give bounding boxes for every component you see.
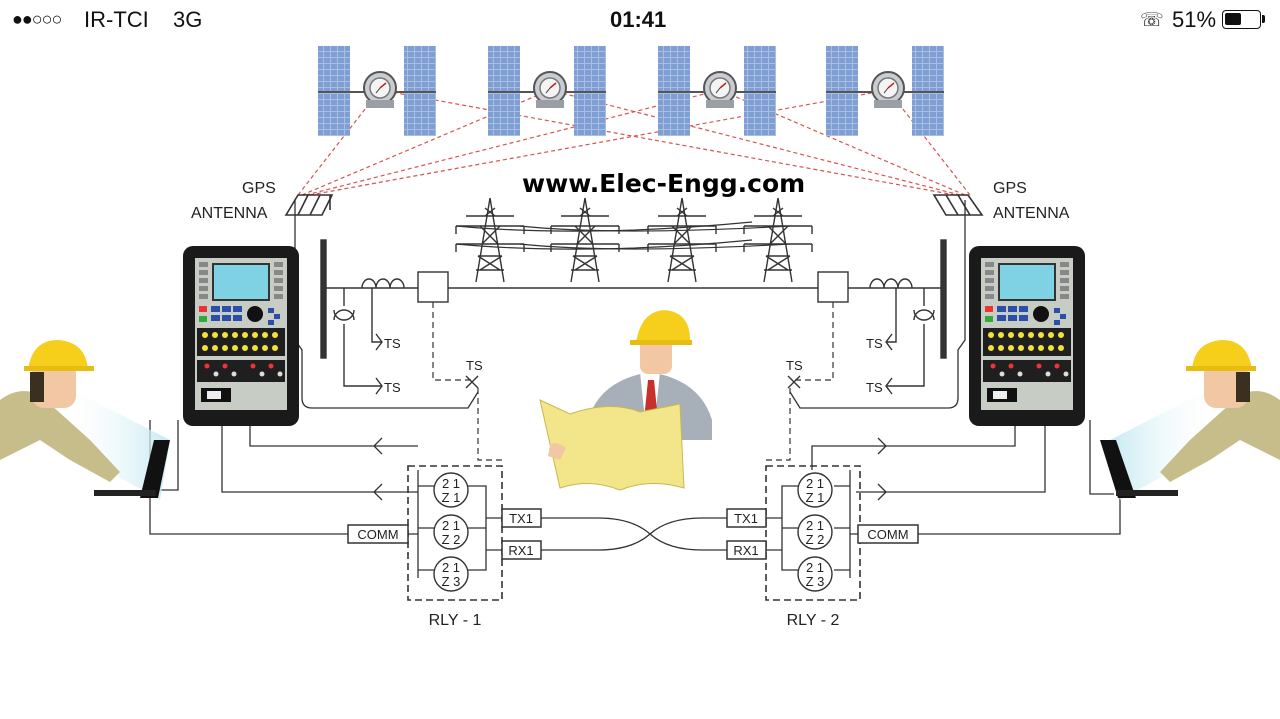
transmission-tower-icon <box>743 197 813 283</box>
transmission-tower-icon <box>455 197 525 283</box>
engineer-with-plan-illustration <box>539 310 712 491</box>
carrier-name: IR-TCI <box>84 7 149 32</box>
gps-antenna-right-icon <box>932 194 984 216</box>
ts-label: TS <box>384 336 401 351</box>
relay-1-zones: 2 1 Z 1 2 1 Z 2 2 1 Z 3 <box>433 472 469 592</box>
ts-label: TS <box>866 336 883 351</box>
zone-label: 2 1 <box>806 560 824 575</box>
relay-test-set-right <box>968 245 1086 427</box>
trip-dashed-lines <box>432 302 834 461</box>
zone-label: 2 1 <box>442 476 460 491</box>
satellite-icon <box>487 45 607 137</box>
test-set-wiring <box>149 200 1121 578</box>
zone-label: 2 1 <box>806 518 824 533</box>
engineer-left-illustration <box>0 340 170 500</box>
ts-label: TS <box>786 358 803 373</box>
zone-label: 2 1 <box>806 476 824 491</box>
engineer-right-illustration <box>1100 340 1280 500</box>
ts-label: TS <box>384 380 401 395</box>
relay-1-name: RLY - 1 <box>429 612 482 629</box>
clock: 01:41 <box>610 7 667 32</box>
battery-icon <box>1222 10 1265 29</box>
gps-antenna-left-line1: GPS <box>242 180 276 197</box>
zone-label: 2 1 <box>442 518 460 533</box>
relay-2-zones: 2 1 Z 1 2 1 Z 2 2 1 Z 3 <box>797 472 833 592</box>
comm-right: COMM <box>867 527 908 542</box>
comm-left: COMM <box>357 527 398 542</box>
transmission-tower-icon <box>647 197 717 283</box>
zone-label: Z 1 <box>806 490 825 505</box>
satellite-icon <box>657 45 777 137</box>
gps-antenna-right-line2: ANTENNA <box>993 205 1070 222</box>
watermark: www.Elec-Engg.com <box>522 169 805 198</box>
transmission-tower-icon <box>550 197 620 283</box>
relay-2-rx: RX1 <box>733 543 758 558</box>
gps-signal-links <box>297 89 971 196</box>
battery-percent: 51% <box>1172 7 1217 32</box>
relay-1-tx: TX1 <box>509 511 533 526</box>
single-line-diagram <box>320 239 947 395</box>
zone-label: Z 3 <box>806 574 825 589</box>
satellite-icon <box>825 45 945 137</box>
status-bar: ●●○○○ IR-TCI 3G 01:41 ☏ 51% <box>0 0 1280 40</box>
ts-label: TS <box>866 380 883 395</box>
gps-antenna-right-line1: GPS <box>993 180 1027 197</box>
breaker-x-icons <box>465 375 801 389</box>
zone-label: 2 1 <box>442 560 460 575</box>
zone-label: Z 2 <box>806 532 825 547</box>
relay-2-name: RLY - 2 <box>787 612 840 629</box>
relay-test-set-left <box>182 245 300 427</box>
gps-antenna-left-line2: ANTENNA <box>191 205 268 222</box>
zone-label: Z 3 <box>442 574 461 589</box>
ts-label: TS <box>466 358 483 373</box>
relay-1-rx: RX1 <box>508 543 533 558</box>
gps-antenna-left-icon <box>284 194 334 216</box>
signal-strength-icon: ●●○○○ <box>12 9 62 29</box>
network-type: 3G <box>173 7 203 32</box>
relay-2-tx: TX1 <box>734 511 758 526</box>
zone-label: Z 1 <box>442 490 461 505</box>
phone-icon: ☏ <box>1140 10 1164 31</box>
zone-label: Z 2 <box>442 532 461 547</box>
satellite-icon <box>317 45 437 137</box>
